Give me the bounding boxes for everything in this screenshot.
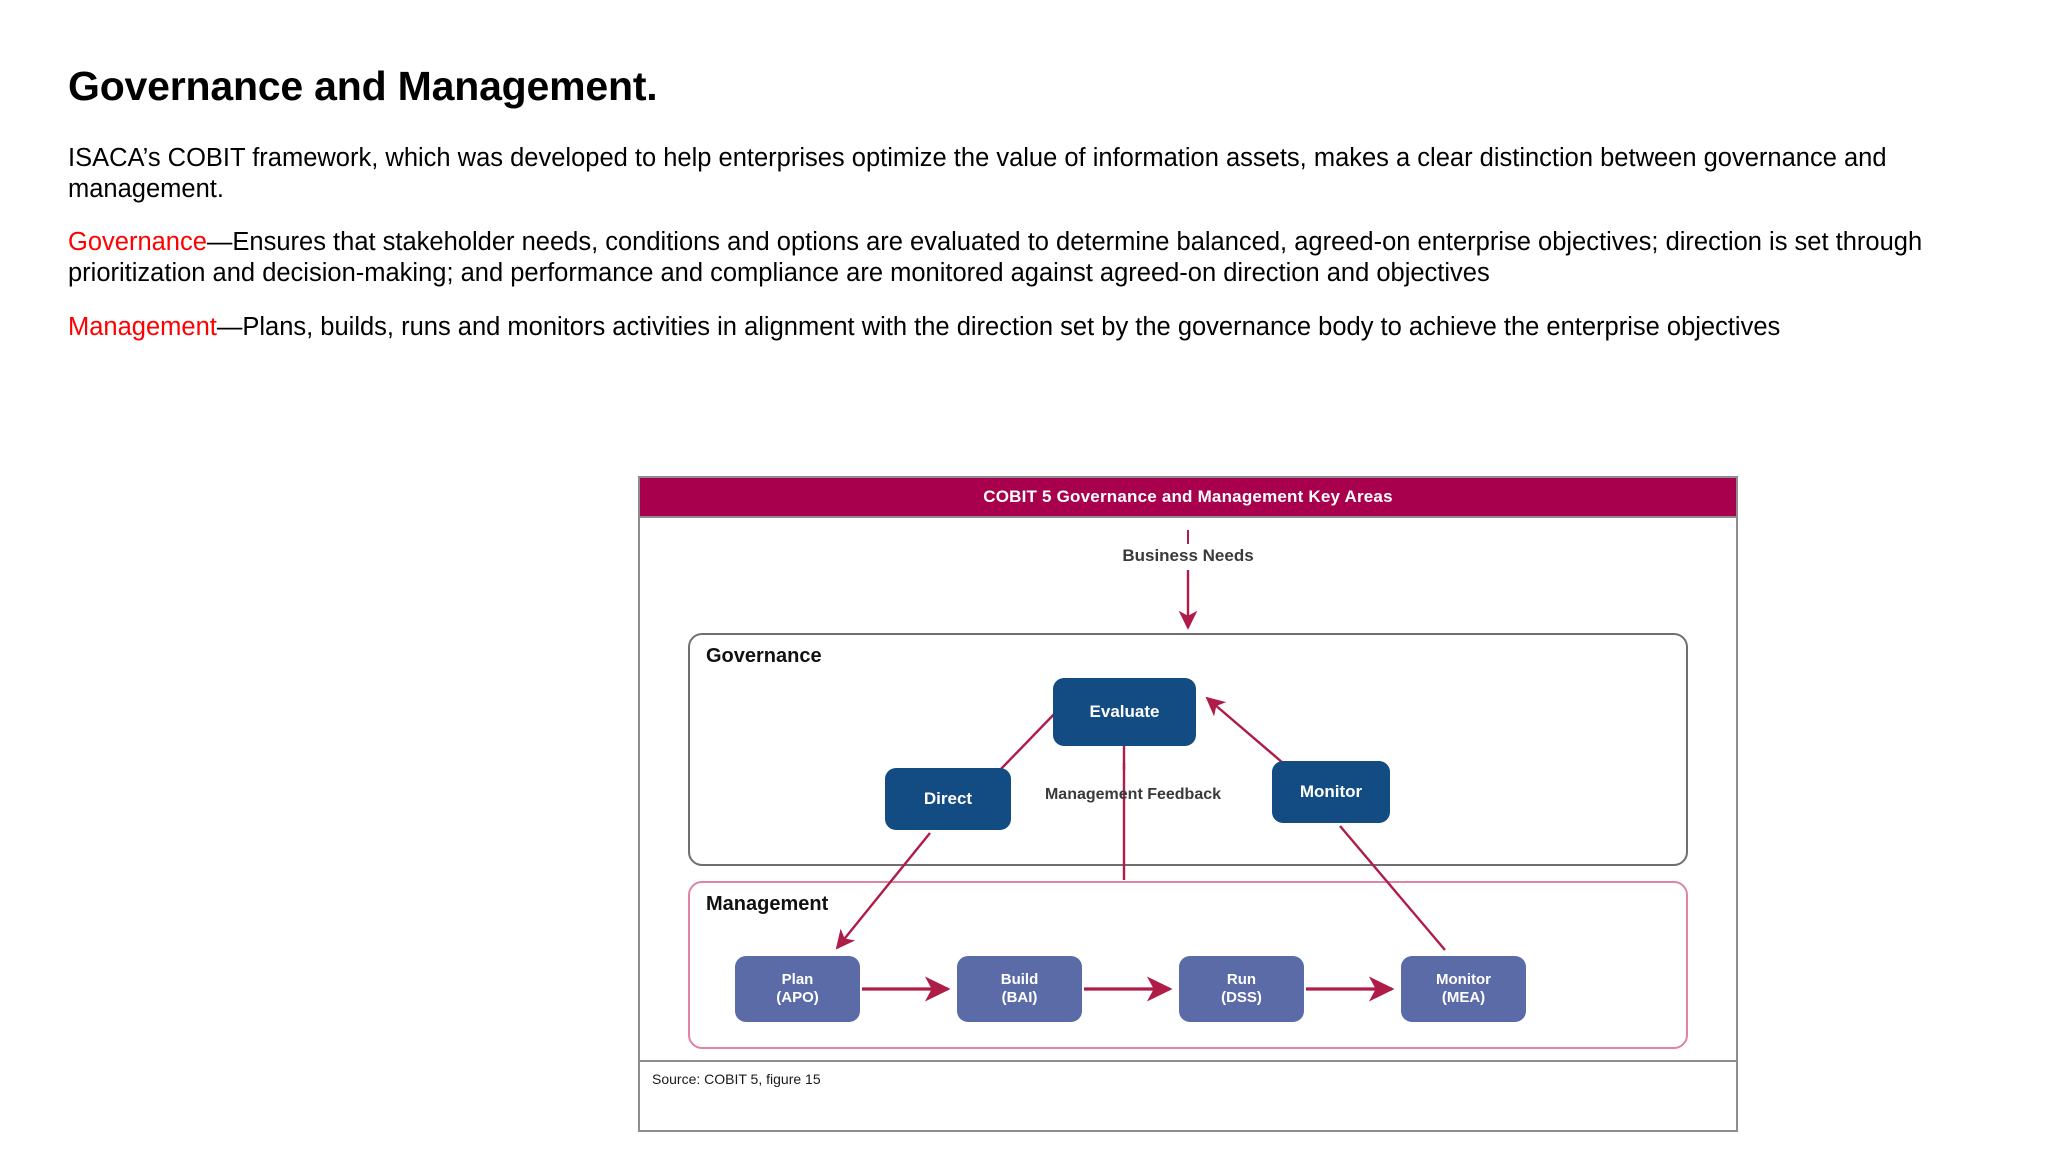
paragraph-management: Management—Plans, builds, runs and monit… <box>68 312 2013 343</box>
paragraph-governance-text: —Ensures that stakeholder needs, conditi… <box>68 228 1923 288</box>
business-needs-label: Business Needs <box>1122 546 1254 565</box>
node-direct: Direct <box>885 768 1011 830</box>
paragraph-intro-text: ISACA’s COBIT framework, which was devel… <box>68 144 1887 204</box>
node-monitor-management-line1: Monitor <box>1436 971 1491 989</box>
node-direct-label: Direct <box>923 788 973 808</box>
node-plan-line1: Plan <box>781 971 814 989</box>
figure-header: COBIT 5 Governance and Management Key Ar… <box>640 478 1736 518</box>
term-governance: Governance <box>68 228 207 257</box>
node-build-line1: Build <box>1000 971 1039 989</box>
figure-canvas: Business Needs Governance Management Eva… <box>640 518 1736 1096</box>
management-feedback-label: Management Feedback <box>1044 786 1222 803</box>
node-evaluate: Evaluate <box>1053 678 1196 746</box>
figure-header-title: COBIT 5 Governance and Management Key Ar… <box>983 487 1393 506</box>
paragraph-intro: ISACA’s COBIT framework, which was devel… <box>68 143 2013 205</box>
node-monitor-management-text: Monitor(MEA) <box>1436 971 1491 1006</box>
node-build-text: Build(BAI) <box>1001 971 1039 1006</box>
node-plan: Plan(APO) <box>735 956 860 1022</box>
figure-footer: Source: COBIT 5, figure 15 <box>640 1060 1736 1096</box>
node-evaluate-label: Evaluate <box>1089 701 1160 721</box>
node-monitor-management: Monitor(MEA) <box>1401 956 1526 1022</box>
node-plan-line2: (APO) <box>776 989 819 1006</box>
node-run-line2: (DSS) <box>1221 989 1262 1006</box>
node-run: Run(DSS) <box>1179 956 1304 1022</box>
paragraph-management-text: —Plans, builds, runs and monitors activi… <box>216 312 1781 341</box>
cobit-figure: COBIT 5 Governance and Management Key Ar… <box>638 476 1738 1132</box>
figure-source-note: Source: COBIT 5, figure 15 <box>652 1071 821 1087</box>
node-monitor-management-line2: (MEA) <box>1441 989 1486 1006</box>
node-monitor-governance: Monitor <box>1272 761 1390 823</box>
node-run-line1: Run <box>1226 971 1257 989</box>
paragraph-governance: Governance—Ensures that stakeholder need… <box>68 227 2013 289</box>
management-zone-label: Management <box>706 893 829 915</box>
node-monitor-governance-label: Monitor <box>1299 781 1363 801</box>
page-title: Governance and Management. <box>68 63 658 109</box>
governance-zone-label: Governance <box>706 645 822 667</box>
term-management: Management <box>68 312 217 341</box>
node-build: Build(BAI) <box>957 956 1082 1022</box>
node-plan-text: Plan(APO) <box>776 971 819 1006</box>
governance-zone: Governance <box>688 633 1688 866</box>
node-run-text: Run(DSS) <box>1221 971 1262 1006</box>
management-zone: Management <box>688 881 1688 1049</box>
node-build-line2: (BAI) <box>1001 989 1038 1006</box>
slide-content: Governance and Management. ISACA’s COBIT… <box>68 63 2028 343</box>
